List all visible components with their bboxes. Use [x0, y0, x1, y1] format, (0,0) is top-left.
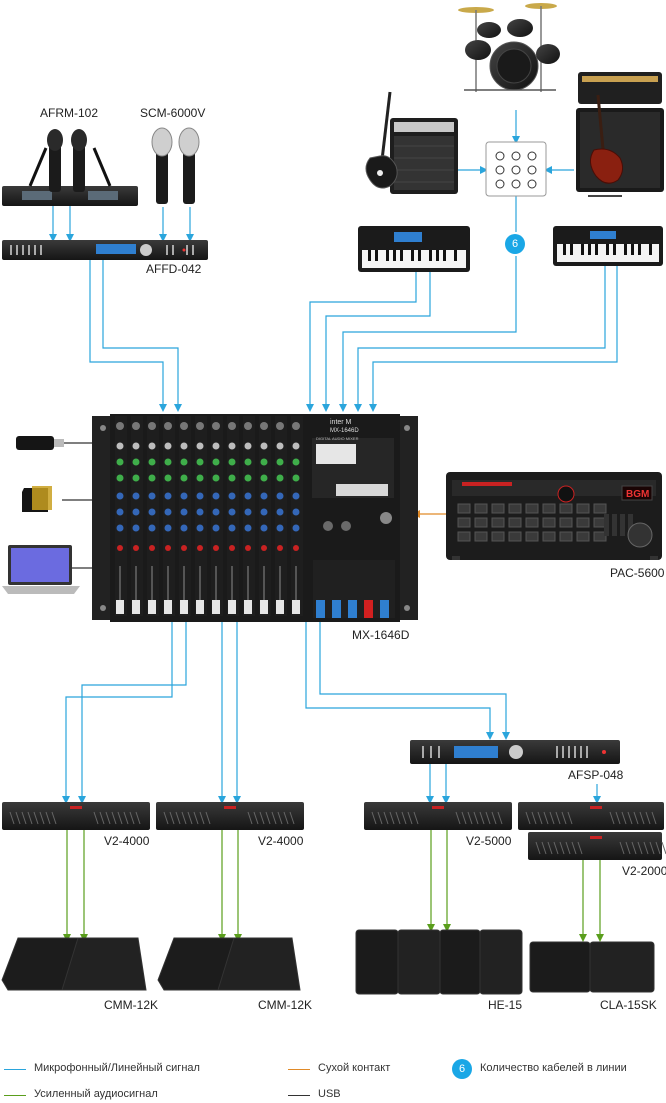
afrm-receiver	[2, 129, 138, 206]
pac-controller: BGM	[446, 472, 662, 560]
legend-badge-label: Количество кабелей в линии	[480, 1062, 627, 1074]
red-guitar	[588, 94, 624, 197]
afsp-processor	[410, 740, 620, 764]
legend-amplified-swatch	[4, 1095, 26, 1096]
label-cmm-12k-b: CMM-12K	[258, 998, 313, 1012]
label-pac-5600: PAC-5600	[610, 566, 665, 580]
label-afrm-102: AFRM-102	[40, 106, 99, 120]
label-affd-042: AFFD-042	[146, 262, 202, 276]
legend-usb-label: USB	[318, 1088, 341, 1100]
speaker-he-15-group	[355, 929, 523, 995]
amp-v2-4000-b	[156, 802, 304, 830]
label-v2-4000-a: V2-4000	[104, 834, 150, 848]
keyboard-left	[358, 226, 470, 272]
mixer-brand: inter M	[330, 419, 352, 426]
legend-badge-icon: 6	[452, 1059, 472, 1079]
label-mx-1646d: MX-1646D	[352, 628, 410, 642]
label-v2-4000-b: V2-4000	[258, 834, 304, 848]
amp-stack-v2-2000	[518, 802, 666, 860]
label-cla-15sk: CLA-15SK	[600, 998, 657, 1012]
laptop-icon	[2, 545, 80, 594]
drum-kit	[458, 3, 560, 92]
label-he-15: HE-15	[488, 998, 523, 1012]
mixer-console: inter M MX-1646D DIGITAL AUDIO MIXER	[92, 414, 418, 622]
signal-cables	[49, 110, 618, 804]
label-v2-5000: V2-5000	[466, 834, 512, 848]
usb-stick-icon	[16, 436, 64, 450]
subwoofer-cla-15sk	[529, 941, 655, 993]
legend-usb-swatch	[288, 1095, 310, 1096]
pac-display: BGM	[626, 489, 649, 500]
label-afsp-048: AFSP-048	[568, 768, 624, 782]
amplified-cables	[63, 830, 604, 942]
label-scm-6000v: SCM-6000V	[140, 106, 206, 120]
legend-signal-swatch	[4, 1069, 26, 1070]
label-v2-2000: V2-2000	[622, 864, 666, 878]
stage-box	[485, 141, 547, 197]
legend-dry-swatch	[288, 1069, 310, 1070]
speaker-cmm-12k-a	[1, 937, 147, 991]
legend-signal-label: Микрофонный/Линейный сигнал	[34, 1062, 200, 1074]
legend-amplified-label: Усиленный аудиосигнал	[34, 1088, 158, 1100]
mixer-model-print: MX-1646D	[330, 428, 359, 434]
legend-dry-label: Сухой контакт	[318, 1062, 391, 1074]
label-cmm-12k-a: CMM-12K	[104, 998, 159, 1012]
guitar-amp-left	[390, 118, 458, 194]
cable-count-badge: 6	[505, 234, 525, 254]
scm-microphones	[151, 127, 200, 204]
amp-v2-5000	[364, 802, 512, 830]
keyboard-right	[553, 226, 663, 266]
speaker-cmm-12k-b	[157, 937, 301, 991]
sd-card-icon	[22, 486, 52, 512]
mixer-subtitle: DIGITAL AUDIO MIXER	[316, 436, 359, 441]
affd-processor	[2, 240, 208, 260]
electric-guitar	[365, 91, 398, 189]
amp-v2-4000-a	[2, 802, 150, 830]
